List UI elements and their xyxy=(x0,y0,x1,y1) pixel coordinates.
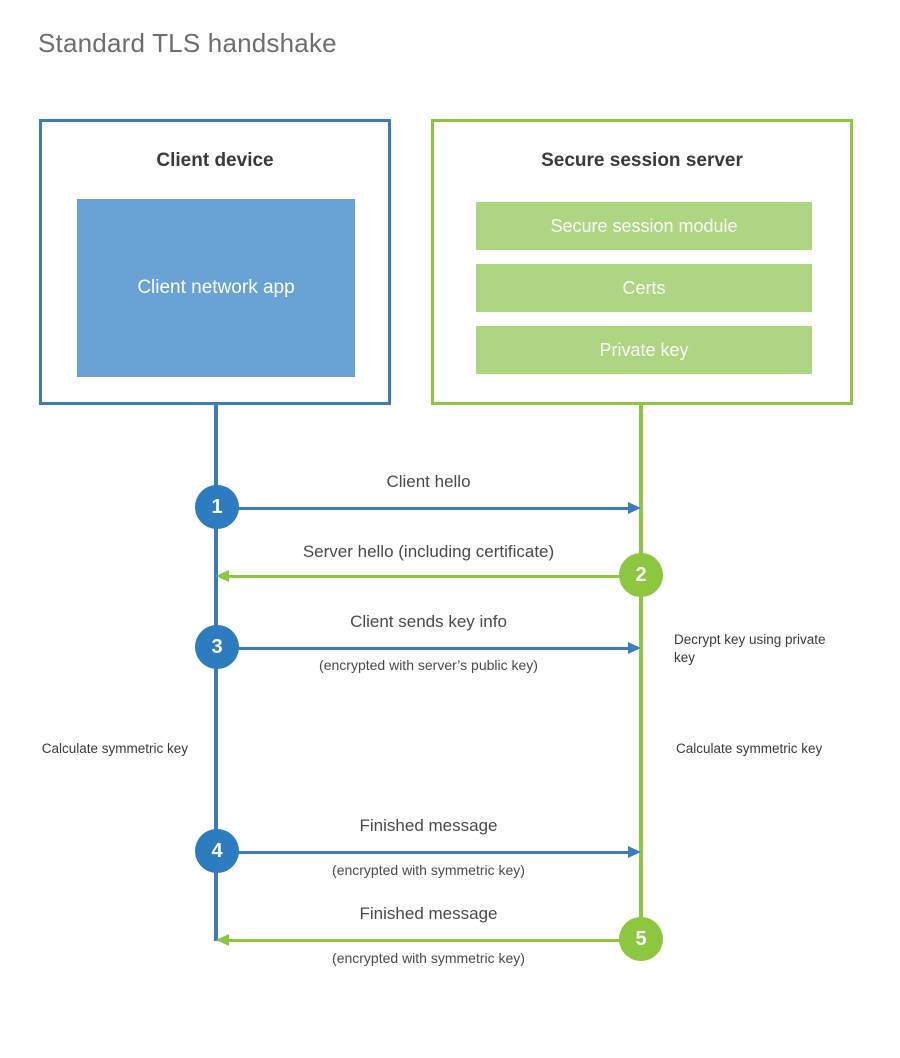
step-5-label: Finished message xyxy=(359,904,498,923)
step-1-arrow-head-right-icon xyxy=(628,502,641,514)
annotation-client-calculate-symmetric-key: Calculate symmetric key xyxy=(41,741,188,756)
client-device-box: Client device Client network app xyxy=(39,119,391,405)
step-3-arrow-head-right-icon xyxy=(628,642,641,654)
step-4-sublabel: (encrypted with symmetric key) xyxy=(332,862,525,878)
step-1-badge[interactable]: 1 xyxy=(195,485,239,529)
client-device-title: Client device xyxy=(156,150,274,171)
step-3-label: Client sends key info xyxy=(350,612,507,631)
step-2-badge[interactable]: 2 xyxy=(619,553,663,597)
annotation-server-calculate-symmetric-key: Calculate symmetric key xyxy=(676,741,823,756)
server-module-private-key: Private key xyxy=(476,326,812,374)
step-4-arrow-head-right-icon xyxy=(628,846,641,858)
step-5-arrow-line xyxy=(229,939,641,942)
step-5-sublabel: (encrypted with symmetric key) xyxy=(332,950,525,966)
step-3-sublabel: (encrypted with server’s public key) xyxy=(319,657,538,673)
step-4-arrow-line xyxy=(216,851,628,854)
step-2-arrow-head-left-icon xyxy=(216,570,229,582)
step-2-arrow-line xyxy=(229,575,641,578)
client-network-app-block: Client network app xyxy=(77,199,355,377)
step-3-arrow-line xyxy=(216,647,628,650)
annotation-decrypt-key: Decrypt key using private key xyxy=(674,632,826,666)
server-module-secure-session-module: Secure session module xyxy=(476,202,812,250)
step-5-badge[interactable]: 5 xyxy=(619,917,663,961)
step-2-label: Server hello (including certificate) xyxy=(302,542,555,561)
step-1-label: Client hello xyxy=(386,472,471,491)
server-module-list: Secure session module Certs Private key xyxy=(476,202,812,374)
server-lifeline xyxy=(639,405,643,941)
step-1-arrow-line xyxy=(216,507,628,510)
secure-session-server-title: Secure session server xyxy=(541,150,743,171)
step-4-label: Finished message xyxy=(359,816,498,835)
step-4-badge[interactable]: 4 xyxy=(195,829,239,873)
step-3-badge[interactable]: 3 xyxy=(195,625,239,669)
secure-session-server-box: Secure session server Secure session mod… xyxy=(431,119,853,405)
client-lifeline xyxy=(214,405,218,941)
page-title: Standard TLS handshake xyxy=(38,28,337,58)
server-module-certs: Certs xyxy=(476,264,812,312)
step-5-arrow-head-left-icon xyxy=(216,934,229,946)
